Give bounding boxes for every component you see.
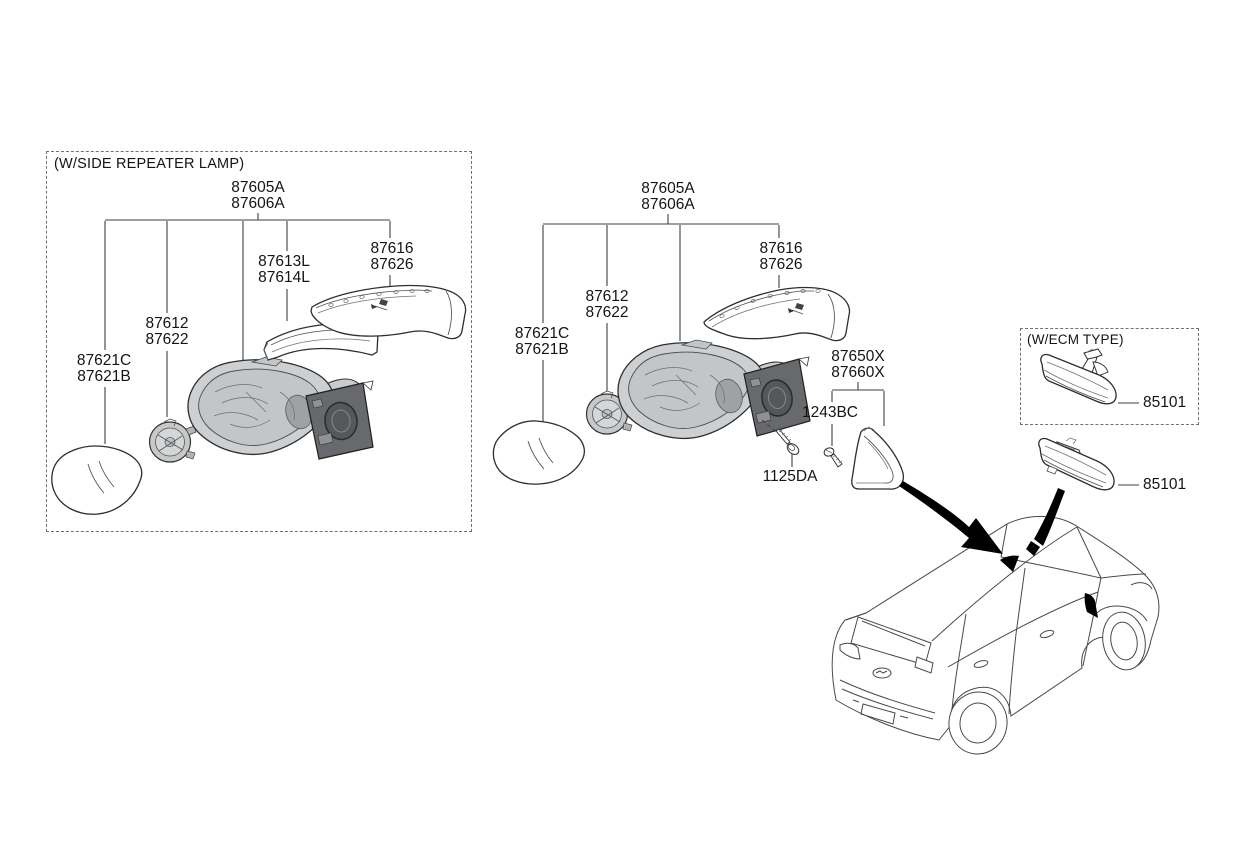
left-assembly-group xyxy=(51,213,467,515)
label-mirror-assembly-left: 87605A 87606A xyxy=(231,179,285,212)
label-actuator-left: 87612 87622 xyxy=(145,315,189,348)
bolt-1125da xyxy=(775,428,800,455)
label-mirror-assembly-middle: 87605A 87606A xyxy=(641,180,695,213)
label-inside-mirror-ecm: 85101 xyxy=(1143,394,1187,411)
label-bolt-1125da: 1125DA xyxy=(762,468,818,485)
vehicle-illustration xyxy=(831,481,1160,755)
door-mirror-location-mark xyxy=(1084,593,1098,618)
label-corner-cover: 87650X 87660X xyxy=(831,348,885,381)
mirror-cover-cap-middle xyxy=(703,286,851,342)
corner-cover xyxy=(851,426,905,490)
ecm-type-box xyxy=(1020,328,1199,425)
mirror-glass-left xyxy=(51,445,143,515)
inside-mirror-arrow xyxy=(1034,488,1065,546)
label-cover-cap-middle: 87616 87626 xyxy=(759,240,803,273)
label-screw-1243bc: 1243BC xyxy=(801,404,859,421)
label-actuator-middle: 87612 87622 xyxy=(585,288,629,321)
mounting-plate-left xyxy=(305,380,374,460)
label-glass-middle: 87621C 87621B xyxy=(514,325,570,358)
inside-mirror-ecm xyxy=(1040,348,1139,405)
mirror-glass-middle xyxy=(492,420,585,485)
door-mirror-arrow xyxy=(899,481,1003,554)
label-garnish-left: 87613L 87614L xyxy=(258,253,310,286)
side-repeater-lamp-box xyxy=(46,151,472,532)
inside-mirror-standard xyxy=(1038,437,1139,491)
side-repeater-lamp-box-title: (W/SIDE REPEATER LAMP) xyxy=(54,156,245,172)
middle-assembly-group xyxy=(492,214,905,490)
car-front-wheel xyxy=(1102,611,1146,671)
screw-1243bc xyxy=(823,447,843,468)
mounting-plate-middle xyxy=(743,356,811,437)
label-glass-left: 87621C 87621B xyxy=(76,352,132,385)
inside-mirror-arrow-tip xyxy=(1000,555,1019,572)
ecm-type-box-title: (W/ECM TYPE) xyxy=(1027,332,1124,347)
left-tree-lines xyxy=(104,213,391,444)
label-inside-mirror-standard: 85101 xyxy=(1143,476,1187,493)
car-rear-wheel xyxy=(948,691,1008,755)
inside-mirror-group xyxy=(1038,348,1139,491)
mirror-housing-left xyxy=(187,356,374,460)
middle-tree-lines xyxy=(542,214,885,467)
mirror-housing-middle xyxy=(617,339,811,440)
label-cover-cap-left: 87616 87626 xyxy=(370,240,414,273)
mirror-cover-cap-left xyxy=(310,284,467,340)
